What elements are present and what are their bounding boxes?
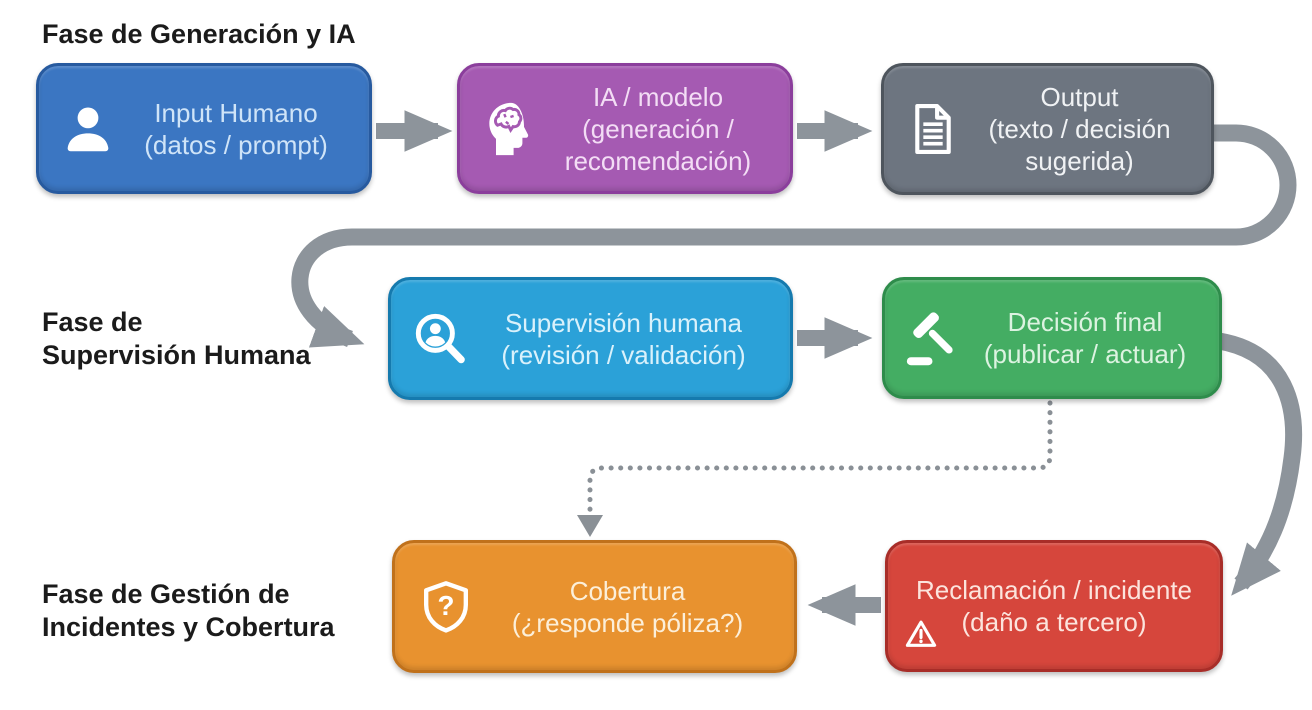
dotted-arrow-decision-to-cobertura [587, 400, 1053, 515]
node-text: Decisión final (publicar / actuar) [983, 307, 1187, 369]
node-output: Output (texto / decisión sugerida) [881, 63, 1214, 195]
node-ia-modelo: IA / modelo (generación / recomendación) [457, 63, 793, 194]
warning-triangle-icon [904, 617, 938, 651]
document-icon [904, 100, 962, 158]
user-icon [59, 100, 117, 158]
node-text: Cobertura (¿responde póliza?) [511, 575, 744, 638]
node-supervision-humana: Supervisión humana (revisión / validació… [388, 277, 793, 400]
return-arrow-output-to-supervision [291, 124, 1297, 348]
magnifier-user-icon [409, 308, 471, 370]
phase-label-supervision: Fase de Supervisión Humana [42, 307, 311, 370]
gavel-icon [901, 306, 965, 370]
curved-arrow-decision-to-reclamacion [1217, 332, 1303, 596]
phase-label-generacion: Fase de Generación y IA [42, 19, 356, 49]
node-cobertura: ? Cobertura (¿responde póliza?) [392, 540, 797, 673]
phase-label-incidentes: Fase de Gestión de Incidentes y Cobertur… [42, 579, 335, 642]
node-input-humano: Input Humano (datos / prompt) [36, 63, 372, 194]
node-text: Supervisión humana (revisión / validació… [501, 307, 746, 370]
node-reclamacion-incidente: Reclamación / incidente (daño a tercero) [885, 540, 1223, 672]
node-decision-final: Decisión final (publicar / actuar) [882, 277, 1222, 399]
shield-question-icon: ? [417, 576, 475, 638]
node-text: IA / modelo (generación / recomendación) [564, 81, 752, 176]
dotted-arrowhead [577, 515, 603, 537]
node-text: Output (texto / decisión sugerida) [988, 82, 1171, 176]
svg-text:?: ? [438, 590, 455, 621]
node-text: Input Humano (datos / prompt) [144, 97, 328, 160]
brain-head-icon [476, 97, 540, 161]
node-text: Reclamación / incidente (daño a tercero) [915, 575, 1193, 637]
